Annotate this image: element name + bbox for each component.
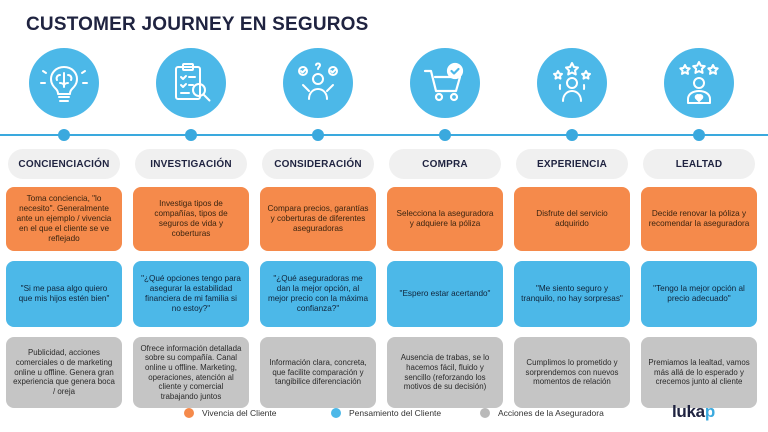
shopping-cart-check-icon [410,48,480,118]
timeline-dot [312,129,324,141]
brain-lightbulb-icon [29,48,99,118]
timeline-dot [566,129,578,141]
pensamiento-box: "¿Qué opciones tengo para asegurar la es… [133,261,249,327]
timeline-dot [693,129,705,141]
thinking-person-icon [283,48,353,118]
vivencia-box: Toma conciencia, "lo necesito". Generalm… [6,187,122,251]
legend-swatch [331,408,341,418]
clipboard-search-icon [156,48,226,118]
stage-label: INVESTIGACIÓN [135,149,247,179]
pensamiento-box: "¿Qué aseguradoras me dan la mejor opció… [260,261,376,327]
legend-label: Acciones de la Aseguradora [498,408,604,418]
acciones-box: Publicidad, acciones comerciales o de ma… [6,337,122,408]
stage-label: COMPRA [389,149,501,179]
legend-acciones: Acciones de la Aseguradora [480,408,604,418]
acciones-box: Ausencia de trabas, se lo hacemos fácil,… [387,337,503,408]
logo-accent: p [704,402,715,421]
stage-label: LEALTAD [643,149,755,179]
rating-stars-heart-icon [664,48,734,118]
acciones-box: Cumplimos lo prometido y sorprendemos co… [514,337,630,408]
stage-label: EXPERIENCIA [516,149,628,179]
legend-pensamiento: Pensamiento del Cliente [331,408,441,418]
acciones-box: Premiamos la lealtad, vamos más allá de … [641,337,757,408]
vivencia-box: Selecciona la aseguradora y adquiere la … [387,187,503,251]
timeline-dot [58,129,70,141]
legend-label: Pensamiento del Cliente [349,408,442,418]
legend-label: Vivencia del Cliente [202,408,277,418]
legend-swatch [480,408,490,418]
stage-label: CONCIENCIACIÓN [8,149,120,179]
person-stars-icon [537,48,607,118]
acciones-box: Ofrece información detallada sobre su co… [133,337,249,408]
pensamiento-box: "Espero estar acertando" [387,261,503,327]
timeline-dot [185,129,197,141]
vivencia-box: Investiga tipos de compañías, tipos de s… [133,187,249,251]
pensamiento-box: "Me siento seguro y tranquilo, no hay so… [514,261,630,327]
pensamiento-box: "Tengo la mejor opción al precio adecuad… [641,261,757,327]
page-title: CUSTOMER JOURNEY EN SEGUROS [26,14,369,35]
vivencia-box: Compara precios, garantías y coberturas … [260,187,376,251]
stage-label: CONSIDERACIÓN [262,149,374,179]
logo-main: luka [672,402,705,421]
timeline-line [0,134,768,136]
acciones-box: Información clara, concreta, que facilit… [260,337,376,408]
legend-swatch [184,408,194,418]
vivencia-box: Decide renovar la póliza y recomendar la… [641,187,757,251]
pensamiento-box: "Si me pasa algo quiero que mis hijos es… [6,261,122,327]
legend-vivencia: Vivencia del Cliente [184,408,277,418]
timeline-dot [439,129,451,141]
lukap-logo: lukap [672,402,715,422]
vivencia-box: Disfrute del servicio adquirido [514,187,630,251]
